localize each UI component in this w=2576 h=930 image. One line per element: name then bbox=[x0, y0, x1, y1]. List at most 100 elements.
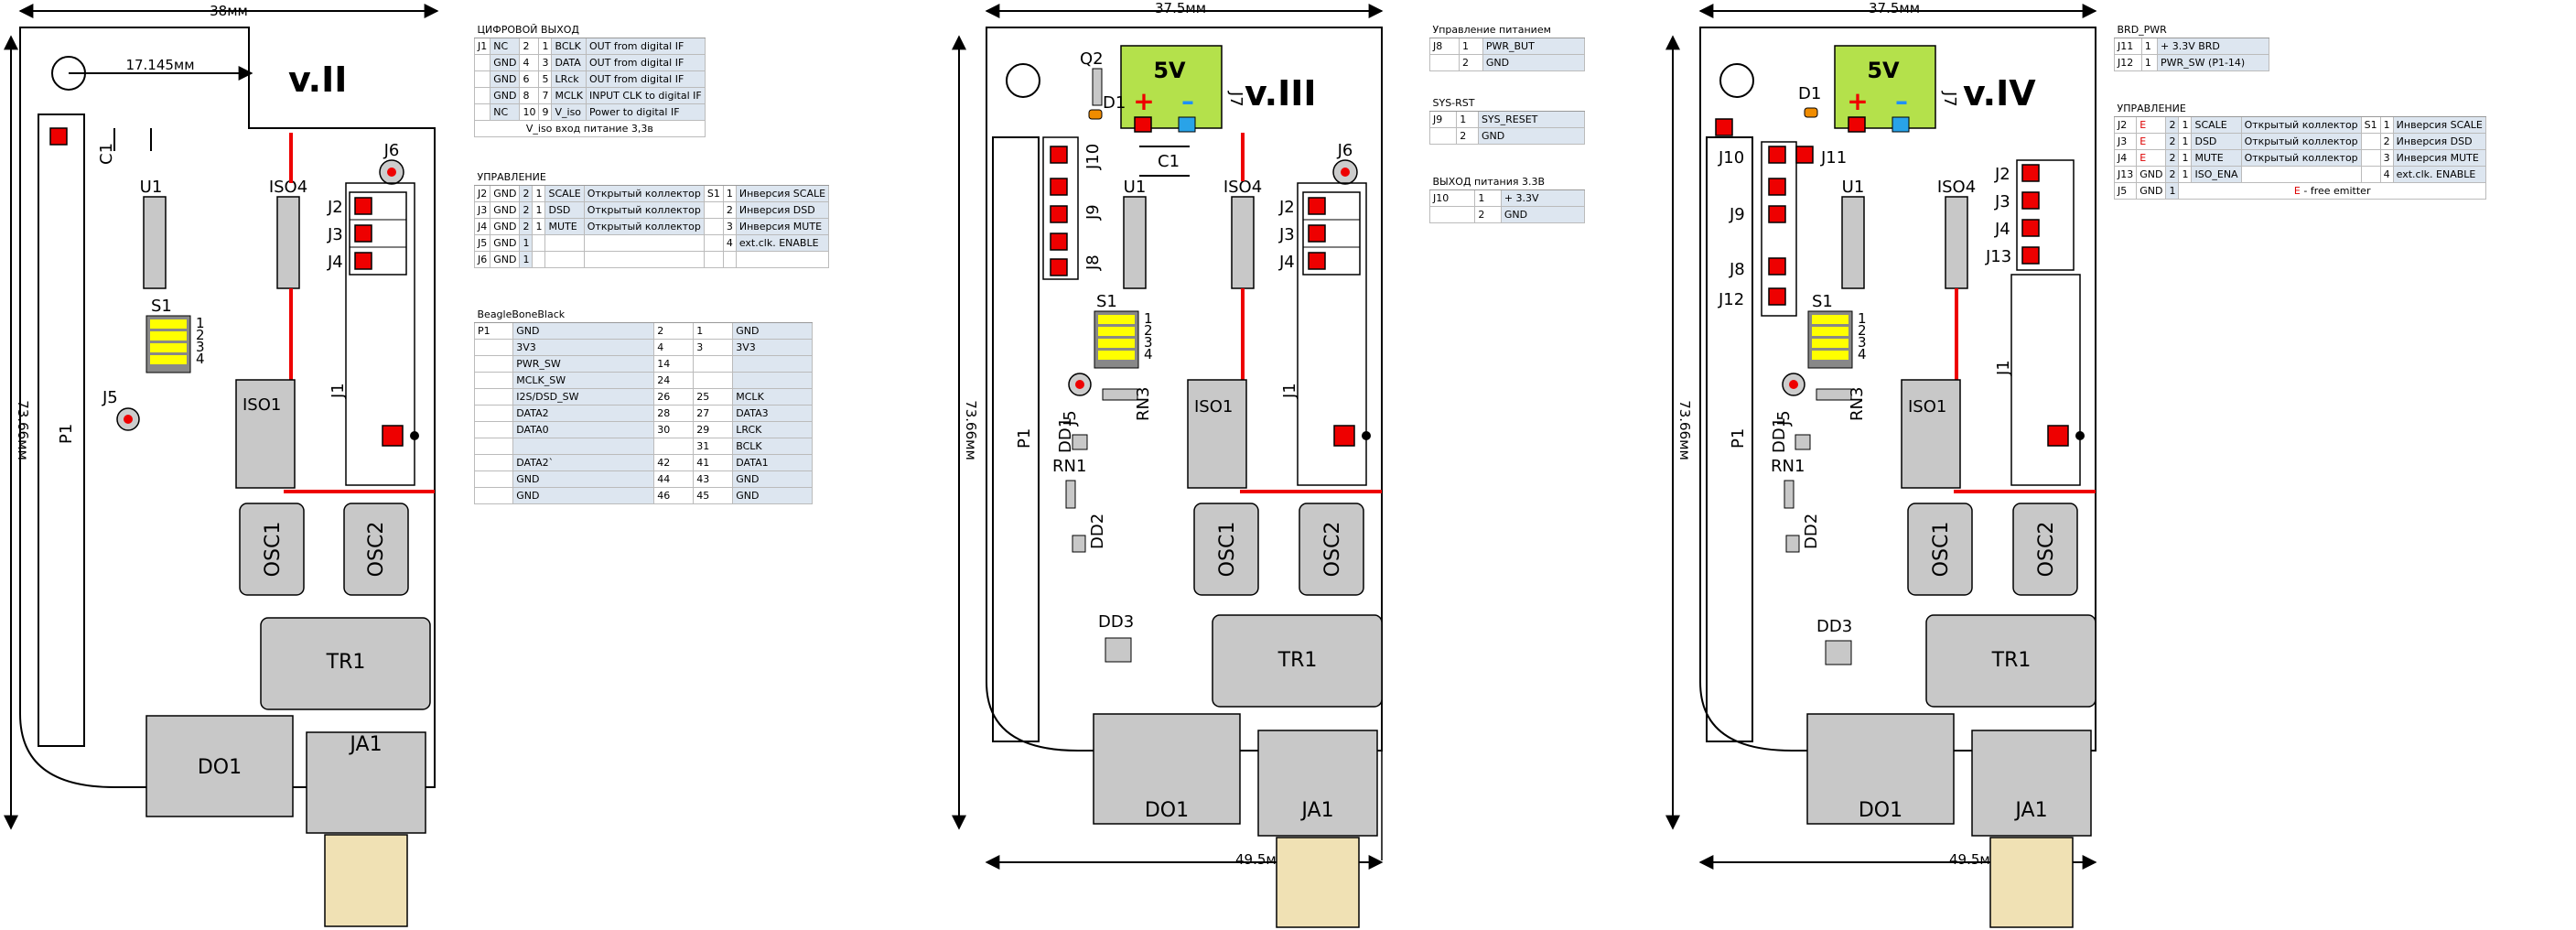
s1-num-3: 3 bbox=[1858, 334, 1867, 351]
j5-label: J5 bbox=[1061, 410, 1080, 427]
dim-bottom: 49.5мм bbox=[1235, 851, 1287, 868]
board-v3: 37.5мм 73.66мм 49.5мм v.III 5V + – J7 Q2… bbox=[952, 0, 1384, 928]
dim-width: 37.5мм bbox=[1155, 0, 1206, 16]
j1-label: J1 bbox=[1280, 383, 1299, 399]
dim-bottom: 49.5мм bbox=[1949, 851, 2000, 868]
s1-num-4: 4 bbox=[1144, 346, 1153, 362]
s1-num-2: 2 bbox=[1858, 322, 1867, 339]
tr1-label: TR1 bbox=[1991, 649, 2032, 672]
j5-label: J5 bbox=[1774, 410, 1794, 427]
osc2 bbox=[343, 503, 409, 596]
s1-num-1: 1 bbox=[1144, 310, 1153, 327]
j3-label: J3 bbox=[327, 225, 343, 244]
s1-label: S1 bbox=[151, 297, 172, 316]
j4-label: J4 bbox=[1278, 253, 1295, 272]
j7-label: J7 bbox=[1940, 91, 1959, 107]
j3-label: J3 bbox=[1994, 192, 2010, 211]
j2-label: J2 bbox=[327, 198, 343, 217]
board-outline bbox=[19, 27, 436, 788]
osc1-label: OSC1 bbox=[262, 522, 285, 578]
osc2-label: OSC2 bbox=[2035, 522, 2058, 578]
c1-label: C1 bbox=[1158, 152, 1180, 171]
power-minus: – bbox=[1895, 86, 1908, 116]
dim-height: 73.66мм bbox=[1676, 400, 1693, 460]
iso4-label: ISO4 bbox=[1937, 178, 1976, 197]
s1-num-1: 1 bbox=[196, 315, 205, 331]
power-terminal bbox=[1120, 45, 1223, 129]
j10-label: J10 bbox=[1083, 144, 1103, 170]
j5-label: J5 bbox=[102, 388, 118, 407]
version-title: v.III bbox=[1245, 73, 1317, 114]
rn1-label: RN1 bbox=[1771, 457, 1805, 476]
u1-label: U1 bbox=[1842, 178, 1865, 197]
version-title: v.IV bbox=[1963, 73, 2036, 114]
j6-label: J6 bbox=[1337, 141, 1353, 160]
rn3-label: RN3 bbox=[1134, 387, 1153, 421]
c1-label: C1 bbox=[97, 143, 116, 165]
dim-hole: 17.145мм bbox=[125, 57, 194, 73]
power-label: 5V bbox=[1153, 58, 1186, 83]
dd1-label: DD1 bbox=[1056, 417, 1075, 453]
j3-label: J3 bbox=[1278, 225, 1295, 244]
iso1-label: ISO1 bbox=[243, 395, 281, 415]
j2-label: J2 bbox=[1994, 165, 2010, 184]
dim-height: 73.66мм bbox=[15, 400, 31, 460]
s1-num-1: 1 bbox=[1858, 310, 1867, 327]
dim-height: 73.66мм bbox=[963, 400, 979, 460]
power-minus: – bbox=[1181, 86, 1194, 116]
iso4-label: ISO4 bbox=[1223, 178, 1262, 197]
j2-label: J2 bbox=[1278, 198, 1295, 217]
dd3-label: DD3 bbox=[1098, 612, 1134, 632]
osc1 bbox=[239, 503, 305, 596]
j9-label: J9 bbox=[1083, 204, 1103, 221]
dd2-label: DD2 bbox=[1802, 514, 1821, 549]
s1-num-4: 4 bbox=[1858, 346, 1867, 362]
table-title: ЦИФРОВОЙ ВЫХОД bbox=[474, 20, 706, 38]
s1-label: S1 bbox=[1812, 292, 1833, 311]
s1-num-3: 3 bbox=[1144, 334, 1153, 351]
tr1-label: TR1 bbox=[1277, 649, 1318, 672]
iso1-chip bbox=[235, 379, 296, 489]
do1-label: DO1 bbox=[1859, 799, 1902, 822]
table-note: V_iso вход питание 3,3в bbox=[474, 120, 706, 137]
mount-hole bbox=[51, 56, 86, 91]
j11-label: J11 bbox=[1820, 148, 1847, 168]
iso1-label: ISO1 bbox=[1194, 397, 1233, 416]
tr1-label: TR1 bbox=[326, 651, 366, 674]
u1-label: U1 bbox=[1124, 178, 1147, 197]
u1-label: U1 bbox=[140, 178, 163, 197]
rn1-label: RN1 bbox=[1052, 457, 1086, 476]
dim-width: 38мм bbox=[210, 3, 248, 19]
ja1-label: JA1 bbox=[1299, 799, 1333, 822]
s1-label: S1 bbox=[1096, 292, 1117, 311]
do1 bbox=[146, 715, 294, 817]
iso4-chip bbox=[276, 196, 300, 289]
table-title: Управление питанием bbox=[1429, 20, 1585, 38]
s1-num-4: 4 bbox=[196, 351, 205, 367]
j10-label: J10 bbox=[1718, 148, 1744, 168]
rn3-label: RN3 bbox=[1848, 387, 1867, 421]
